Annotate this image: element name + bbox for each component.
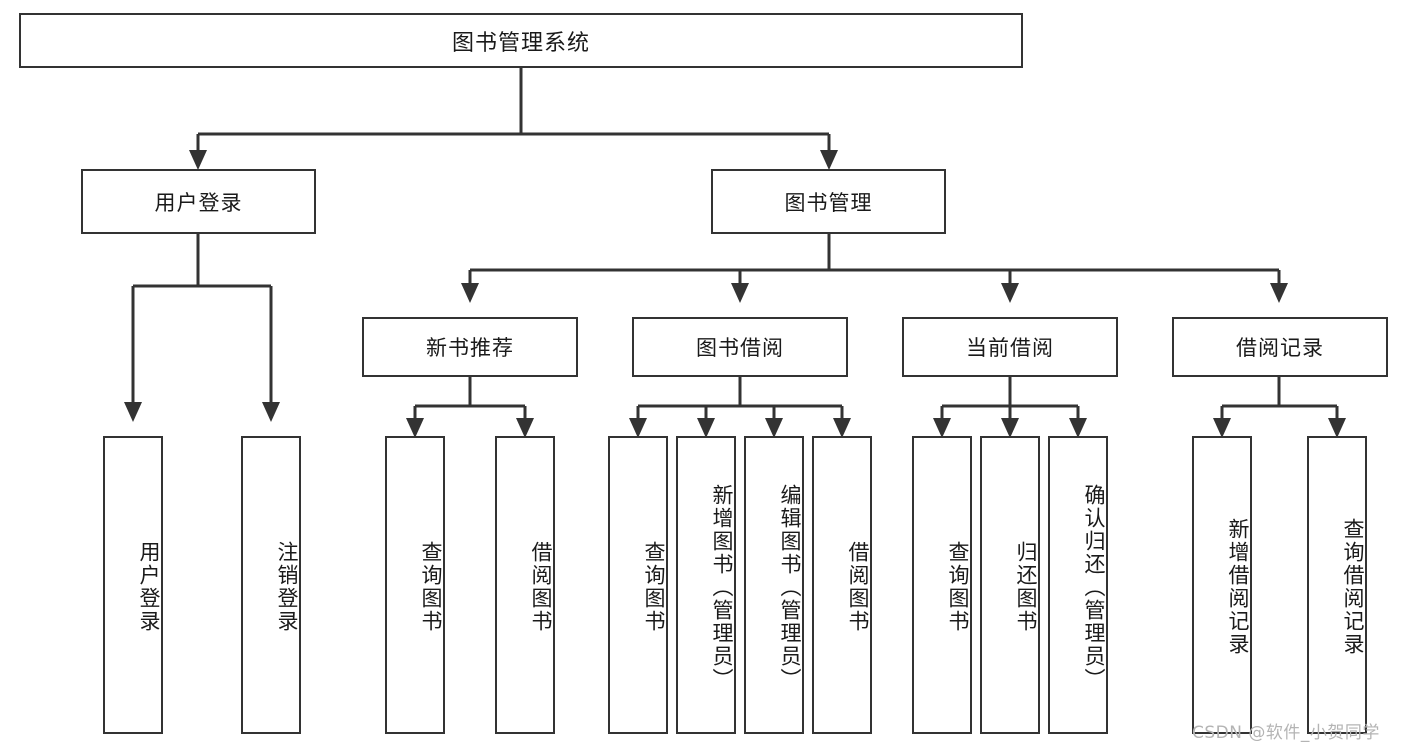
node-label: 图书管理系统 xyxy=(451,30,590,56)
node-root-book-management-system[interactable]: 图书管理系统 xyxy=(19,13,1023,68)
node-label: 借阅图书 xyxy=(846,541,870,633)
node-label: 查询借阅记录 xyxy=(1341,518,1365,656)
node-label: 查询图书 xyxy=(946,541,970,633)
node-borrow-record[interactable]: 借阅记录 xyxy=(1172,317,1388,377)
leaf-borrow-record-add-record[interactable]: 新增借阅记录 xyxy=(1192,436,1252,734)
node-label: 归还图书 xyxy=(1014,541,1038,633)
node-label: 新书推荐 xyxy=(426,336,514,360)
node-label: 图书借阅 xyxy=(696,336,784,360)
leaf-book-borrow-query-book[interactable]: 查询图书 xyxy=(608,436,668,734)
node-book-management[interactable]: 图书管理 xyxy=(711,169,946,234)
leaf-book-borrow-add-book-admin[interactable]: 新增图书（管理员） xyxy=(676,436,736,734)
leaf-current-borrow-return-book[interactable]: 归还图书 xyxy=(980,436,1040,734)
node-label: 借阅记录 xyxy=(1236,336,1324,360)
leaf-book-borrow-borrow-book[interactable]: 借阅图书 xyxy=(812,436,872,734)
node-current-borrow[interactable]: 当前借阅 xyxy=(902,317,1118,377)
node-label: 图书管理 xyxy=(784,190,873,215)
leaf-current-borrow-confirm-return-admin[interactable]: 确认归还（管理员） xyxy=(1048,436,1108,734)
leaf-new-book-borrow-book[interactable]: 借阅图书 xyxy=(495,436,555,734)
leaf-new-book-query-book[interactable]: 查询图书 xyxy=(385,436,445,734)
leaf-user-login-logout[interactable]: 注销登录 xyxy=(241,436,301,734)
leaf-current-borrow-query-book[interactable]: 查询图书 xyxy=(912,436,972,734)
node-label: 新增图书（管理员） xyxy=(710,483,734,691)
node-book-borrow[interactable]: 图书借阅 xyxy=(632,317,848,377)
node-label: 查询图书 xyxy=(642,541,666,633)
node-label: 用户登录 xyxy=(154,190,243,215)
csdn-watermark: CSDN @软件_小贺同学 xyxy=(1192,723,1380,743)
node-label: 查询图书 xyxy=(419,541,443,633)
node-label: 借阅图书 xyxy=(529,541,553,633)
node-label: 编辑图书（管理员） xyxy=(778,483,802,691)
node-label: 当前借阅 xyxy=(966,336,1054,360)
node-label: 注销登录 xyxy=(275,541,299,633)
leaf-book-borrow-edit-book-admin[interactable]: 编辑图书（管理员） xyxy=(744,436,804,734)
node-label: 新增借阅记录 xyxy=(1226,518,1250,656)
node-label: 用户登录 xyxy=(137,541,161,633)
node-new-book-recommend[interactable]: 新书推荐 xyxy=(362,317,578,377)
leaf-borrow-record-query-record[interactable]: 查询借阅记录 xyxy=(1307,436,1367,734)
leaf-user-login-login[interactable]: 用户登录 xyxy=(103,436,163,734)
node-user-login[interactable]: 用户登录 xyxy=(81,169,316,234)
node-label: 确认归还（管理员） xyxy=(1082,483,1106,691)
